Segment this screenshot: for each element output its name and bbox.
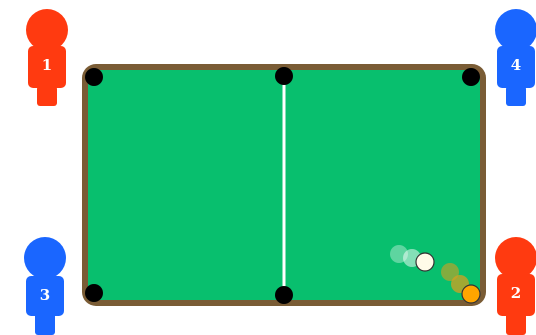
player-2[interactable]: 2 [495,237,536,335]
player-head [24,237,66,279]
player-number: 3 [40,286,50,304]
player-legs [506,86,526,106]
pocket-top-right [462,68,480,86]
cue-ball[interactable] [416,253,434,271]
pocket-top-middle [275,67,293,85]
player-legs [37,86,57,106]
orange-ball[interactable] [462,285,480,303]
player-head [26,9,68,51]
player-1[interactable]: 1 [26,9,68,106]
player-legs [35,312,55,335]
pocket-top-left [85,68,103,86]
player-legs [506,312,526,335]
player-number: 4 [511,56,521,74]
player-4[interactable]: 4 [495,9,536,106]
pocket-bottom-left [85,284,103,302]
pocket-bottom-middle [275,286,293,304]
player-3[interactable]: 3 [24,237,66,335]
player-number: 2 [511,284,521,302]
player-number: 1 [42,56,52,74]
player-head [495,237,536,279]
player-head [495,9,536,51]
